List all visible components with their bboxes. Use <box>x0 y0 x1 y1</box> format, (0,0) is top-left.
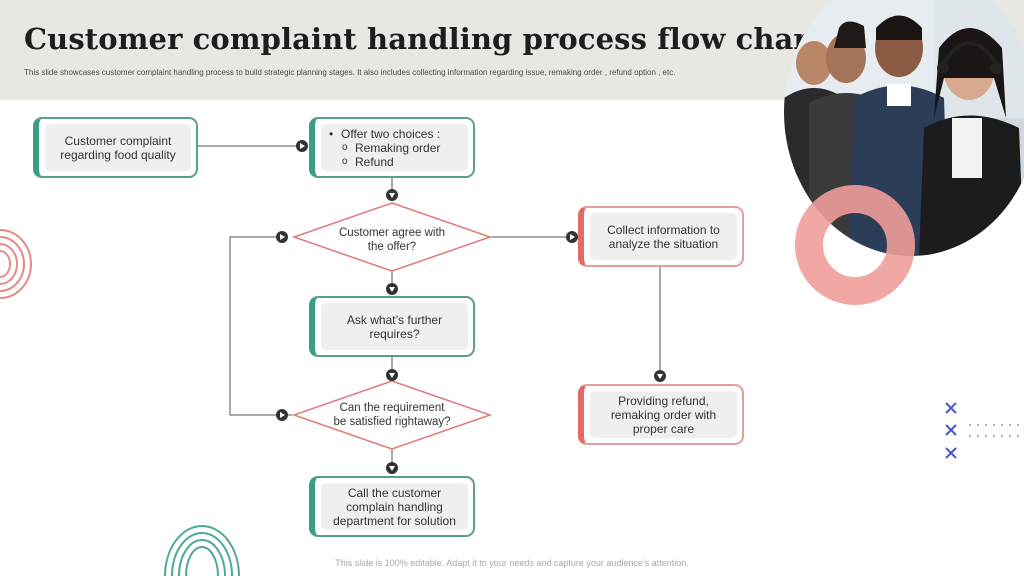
decision-satisfied-label: Can the requirement be satisfied rightaw… <box>314 401 470 429</box>
decision-agree-line2: the offer? <box>367 241 417 253</box>
arrow-down-icon <box>386 283 398 295</box>
decision-satisfied-line2: be satisfied rightaway? <box>333 416 451 428</box>
arrow-down-icon <box>654 370 666 382</box>
step-call-line2: complain handling <box>346 499 443 514</box>
step-collect-info: Collect information to analyze the situa… <box>578 206 744 267</box>
decision-satisfied-line1: Can the requirement <box>339 402 445 414</box>
step-call-line1: Call the customer <box>347 485 442 500</box>
decor-bottom-arcs <box>164 525 240 576</box>
decor-pink-ring <box>795 185 915 305</box>
slide-title: Customer complaint handling process flow… <box>24 22 823 56</box>
decor-left-arcs <box>0 229 32 299</box>
step-refund-line1: Providing refund, <box>618 393 709 408</box>
step-offer-choices: Offer two choices : Remaking order Refun… <box>309 117 475 178</box>
step-call-department: Call the customer complain handling depa… <box>309 476 475 537</box>
decision-agree-label: Customer agree with the offer? <box>314 226 470 254</box>
step-ask-requirements: Ask what’s further requires? <box>309 296 475 357</box>
offer-option-remaking: Remaking order <box>327 141 440 155</box>
step-complaint-line2: regarding food quality <box>60 147 176 162</box>
arrow-right-icon <box>276 231 288 243</box>
decor-crosses <box>945 402 957 459</box>
arrow-right-icon <box>296 140 308 152</box>
offer-bullet: Offer two choices : <box>327 127 440 141</box>
decision-diamond-satisfied <box>291 380 493 450</box>
step-refund-line3: proper care <box>632 421 695 436</box>
slide-footer: This slide is 100% editable. Adapt it to… <box>335 558 689 568</box>
step-complaint: Customer complaint regarding food qualit… <box>33 117 198 178</box>
step-ask-line2: requires? <box>369 326 420 341</box>
decision-agree-line1: Customer agree with <box>338 227 446 239</box>
arrow-right-icon <box>566 231 578 243</box>
arrow-down-icon <box>386 189 398 201</box>
step-refund-line2: remaking order with <box>610 407 717 422</box>
decor-dots <box>969 424 1019 437</box>
offer-option-refund: Refund <box>327 155 440 169</box>
slide-subtitle: This slide showcases customer complaint … <box>24 68 676 77</box>
arrow-markers <box>276 140 666 474</box>
step-collect-line2: analyze the situation <box>608 236 719 251</box>
step-call-line3: department for solution <box>333 513 456 528</box>
arrow-down-icon <box>386 369 398 381</box>
step-provide-refund: Providing refund, remaking order with pr… <box>578 384 744 445</box>
arrow-down-icon <box>386 462 398 474</box>
arrow-right-icon <box>276 409 288 421</box>
step-collect-line1: Collect information to <box>607 222 720 237</box>
step-ask-line1: Ask what’s further <box>346 312 443 327</box>
decision-diamond-agree <box>291 202 493 272</box>
step-complaint-line1: Customer complaint <box>64 133 172 148</box>
